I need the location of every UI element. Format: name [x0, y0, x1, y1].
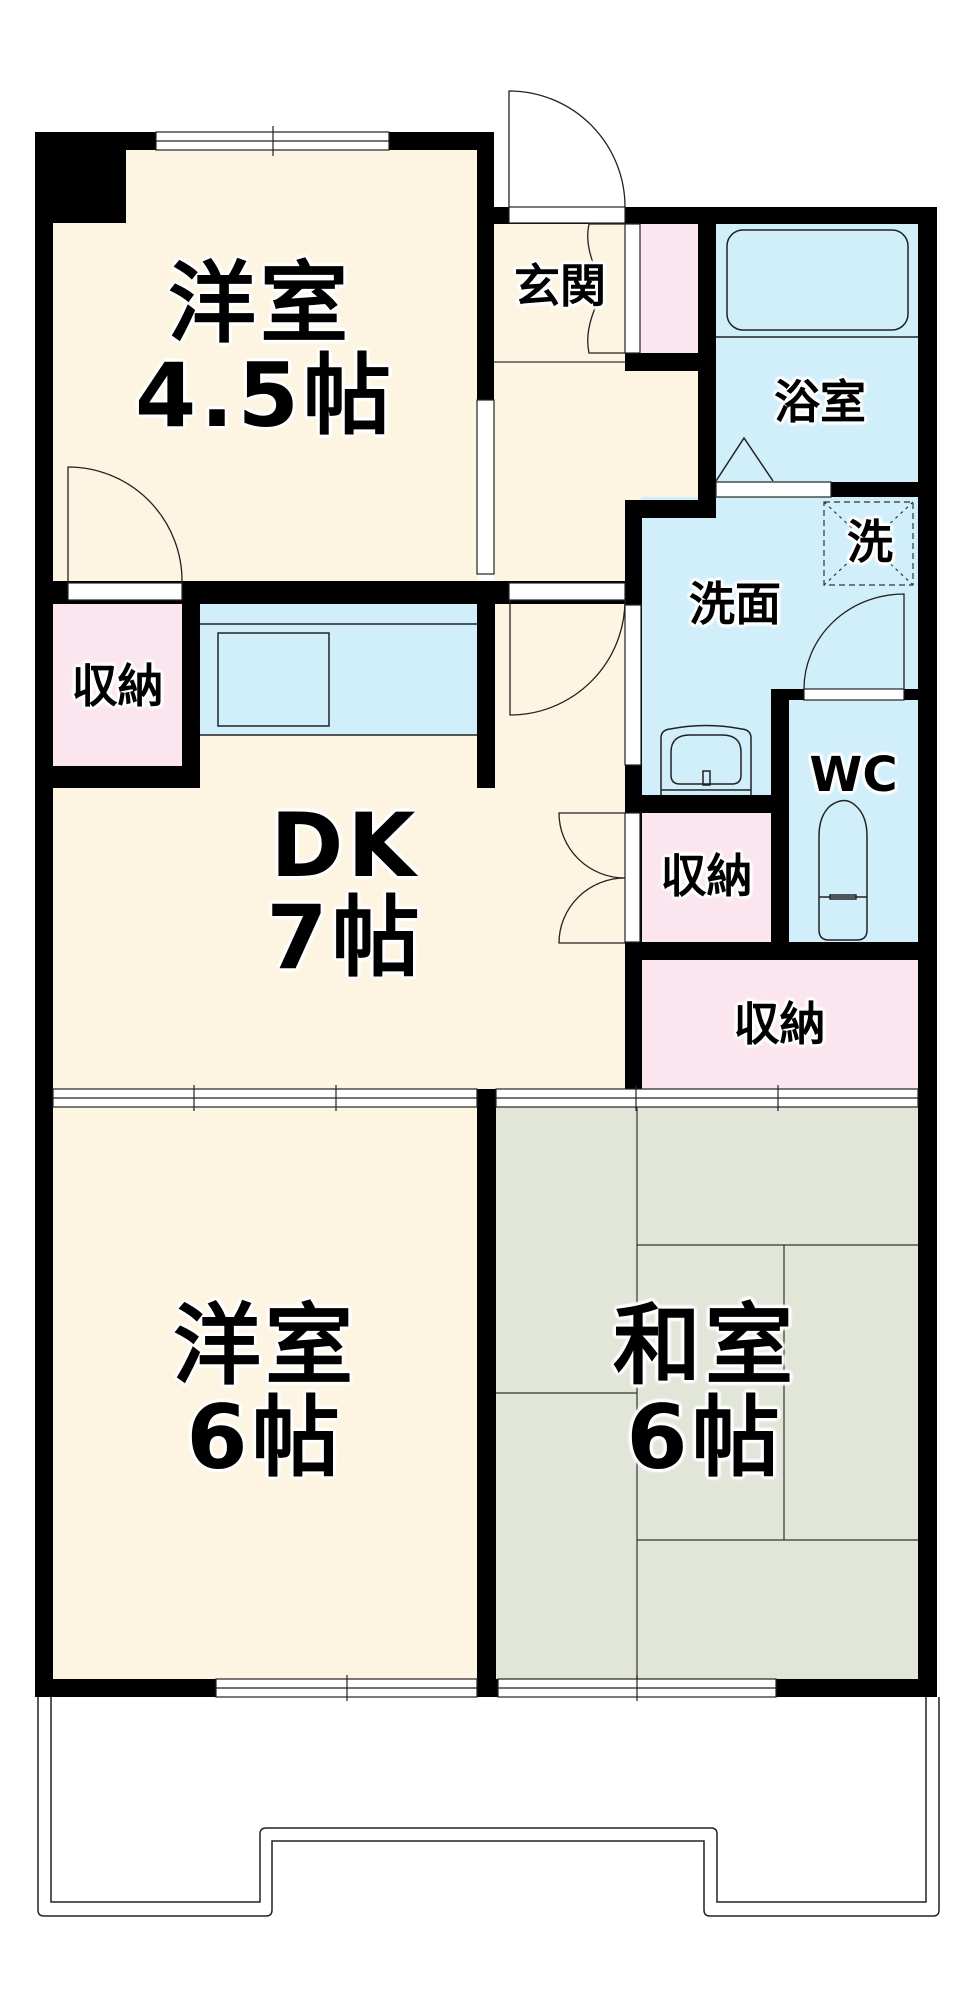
entrance-closet-door [624, 223, 641, 354]
storage-left-floor [53, 604, 182, 766]
dk-name: DK [270, 794, 420, 897]
openings [52, 126, 919, 1701]
entrance-door-swing [508, 90, 626, 208]
western-room-2-floor [53, 1107, 478, 1679]
kitchen-sink-icon [200, 623, 477, 736]
western-room-1-size: 4.5帖 [135, 344, 395, 448]
kitchen-counter [200, 604, 477, 735]
storage-left-name: 収納 [71, 659, 164, 713]
japanese-room-size: 6帖 [626, 1386, 784, 1490]
washbasin-icon [660, 724, 752, 795]
sliding-door-western-room-1 [476, 399, 495, 575]
dk-size: 7帖 [266, 886, 424, 990]
sink-alcove-floor [641, 689, 772, 796]
washroom-name: 洗面 [689, 577, 781, 631]
entrance-door-opening [508, 206, 626, 224]
western-room-2-size: 6帖 [186, 1386, 344, 1490]
toilet-floor [789, 700, 918, 943]
entrance-name: 玄関 [514, 259, 606, 313]
washer-name: 洗 [847, 515, 893, 569]
japanese-room-name: 和室 [612, 1294, 797, 1397]
storage-left-label: 収納 [53, 659, 182, 713]
bathroom-door-opening [715, 481, 832, 498]
toilet-door-opening [803, 688, 905, 701]
door-opening-dk [508, 582, 626, 601]
bathroom-label: 浴室 [740, 375, 900, 429]
balcony-outline [37, 1697, 940, 1917]
bathtub-icon [715, 229, 918, 482]
storage-double-door-swing [558, 812, 626, 944]
door-opening-western-room-1 [67, 582, 183, 601]
japanese-room-label: 和室 6帖 [580, 1294, 830, 1490]
washer-label: 洗 [835, 515, 905, 569]
toilet-icon [818, 799, 868, 941]
storage-right-floor [641, 960, 918, 1090]
entrance-label: 玄関 [495, 259, 625, 313]
dk-label: DK 7帖 [240, 794, 450, 990]
storage-middle-label: 収納 [641, 849, 772, 903]
washroom-door-swing [803, 593, 905, 690]
washroom-floor [641, 497, 918, 689]
room-floors [53, 150, 918, 1679]
storage-middle-floor [641, 813, 772, 943]
entrance-closet-folding-door [587, 223, 625, 354]
storage-middle-name: 収納 [660, 849, 753, 903]
western-room-1-label: 洋室 4.5帖 [135, 252, 395, 448]
bathroom-name: 浴室 [774, 375, 866, 429]
toilet-label: WC [789, 747, 918, 803]
washroom-label: 洗面 [660, 577, 810, 631]
western-room-1-name: 洋室 [167, 252, 352, 355]
storage-right-name: 収納 [733, 997, 826, 1051]
toilet-name: WC [809, 747, 898, 803]
storage-middle-door [624, 812, 641, 943]
entrance-closet-floor [640, 224, 698, 353]
dk-door-swing [509, 599, 626, 716]
bathroom-floor [716, 223, 918, 483]
western-room-2-name: 洋室 [172, 1294, 357, 1397]
western-room-1-door-swing [67, 466, 183, 584]
tatami-mat-lines [496, 1107, 918, 1679]
western-room-2-label: 洋室 6帖 [140, 1294, 390, 1490]
storage-right-label: 収納 [641, 997, 918, 1051]
door-swings [67, 90, 905, 944]
washing-machine-space-icon [823, 501, 914, 586]
dk-washroom-sliding-door [624, 604, 642, 766]
